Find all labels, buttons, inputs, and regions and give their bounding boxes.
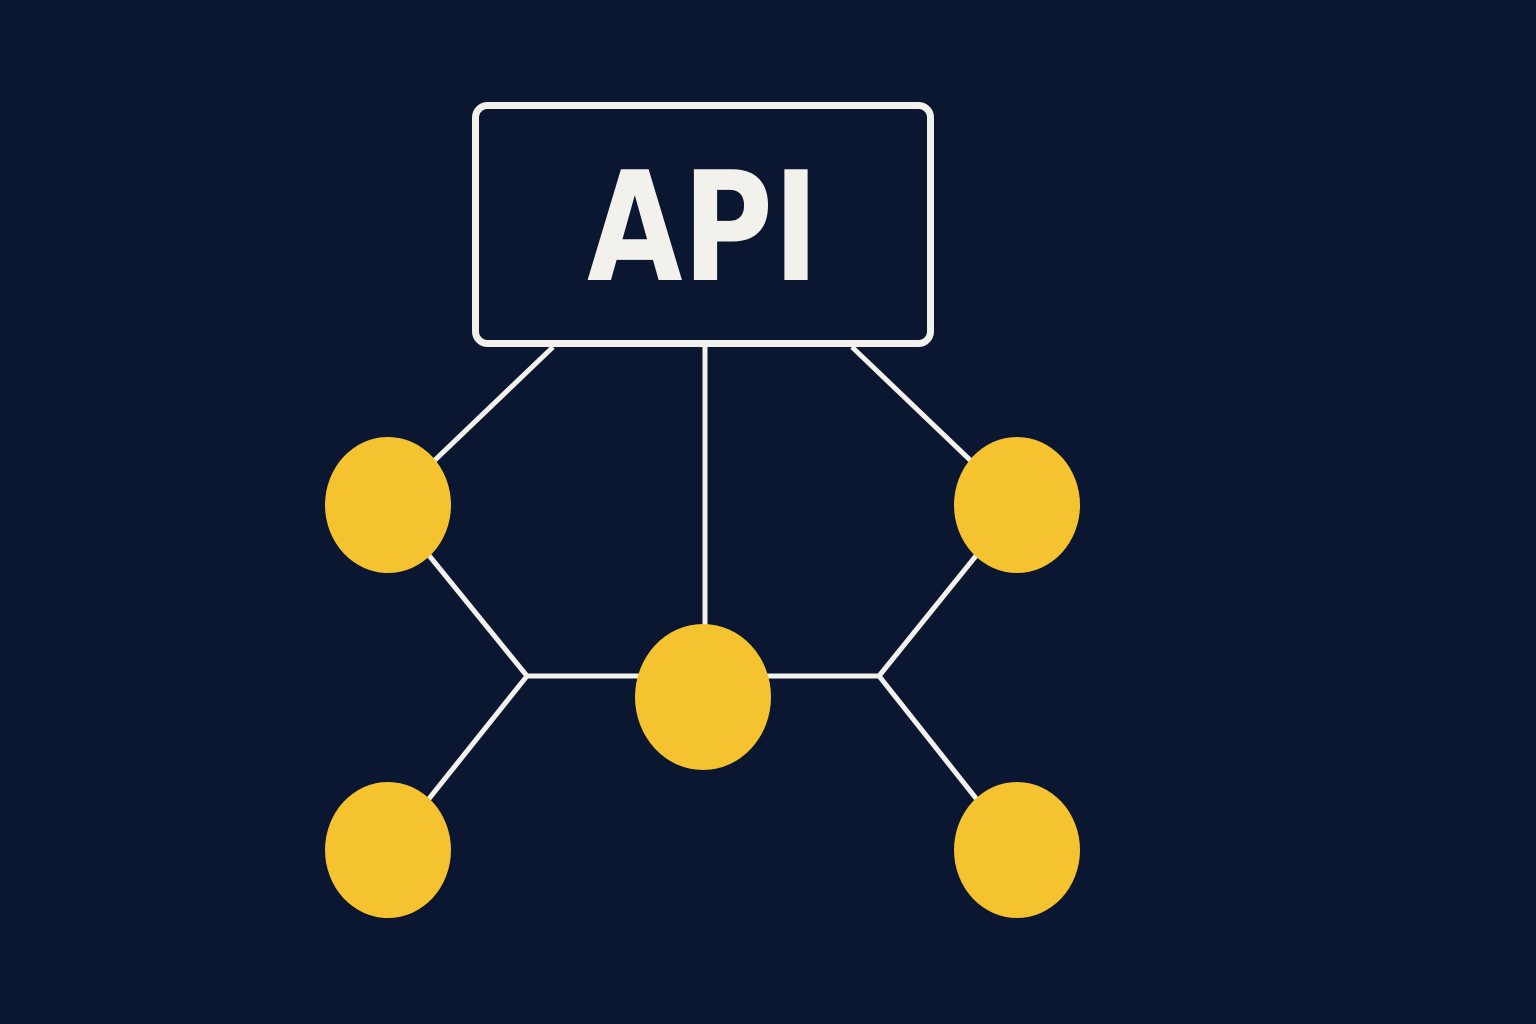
- node-top-right: [954, 437, 1080, 573]
- node-center: [635, 624, 771, 770]
- node-bottom-left: [325, 782, 451, 918]
- service-nodes: [325, 437, 1080, 918]
- node-top-left: [325, 437, 451, 573]
- api-label: API: [587, 139, 819, 316]
- node-bottom-right: [954, 782, 1080, 918]
- api-box: [472, 102, 934, 347]
